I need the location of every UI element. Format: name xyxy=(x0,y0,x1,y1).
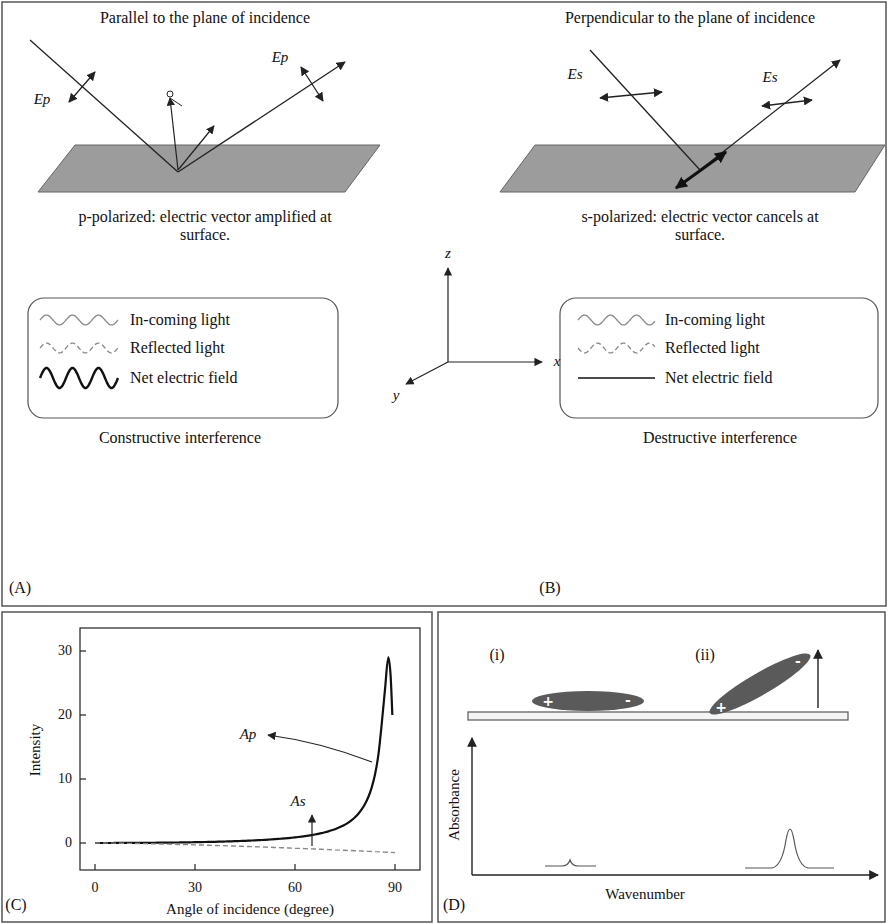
vector-tip xyxy=(167,91,173,97)
tick-label: 10 xyxy=(58,771,72,787)
legend-text: Reflected light xyxy=(665,339,760,357)
axis-absorbance xyxy=(471,738,472,875)
curve-ap xyxy=(95,657,392,843)
spectrum-peak xyxy=(545,860,596,866)
axis-z xyxy=(447,268,448,362)
incident-ray xyxy=(590,50,700,170)
legend-sample xyxy=(578,343,655,353)
molecule-flat xyxy=(532,691,644,711)
tick-label: 60 xyxy=(288,880,302,896)
axis-title: Intensity xyxy=(27,724,44,777)
leader-line xyxy=(268,735,372,762)
legend-text: In-coming light xyxy=(665,311,765,329)
axis-y xyxy=(406,362,448,384)
legend-heading: Constructive interference xyxy=(99,429,261,447)
field-vector xyxy=(676,152,726,188)
panel-letter: (C) xyxy=(5,896,26,914)
generated-curves xyxy=(40,315,655,870)
legend-box xyxy=(28,298,338,418)
tick-label: 90 xyxy=(388,880,402,896)
tick-mark xyxy=(80,650,86,651)
panel-letter: (B) xyxy=(539,579,560,597)
panel-letter: (A) xyxy=(9,579,31,597)
legend-sample xyxy=(40,315,118,325)
field-vector xyxy=(178,126,214,170)
legend-heading: Destructive interference xyxy=(643,429,797,447)
tick-label: 30 xyxy=(188,880,202,896)
legend-text: Net electric field xyxy=(130,369,238,387)
field-label: Ep xyxy=(34,91,51,108)
panel-note: s-polarized: electric vector cancels at … xyxy=(570,208,830,245)
legend-sample xyxy=(40,368,118,388)
curve-label: Ap xyxy=(240,726,257,743)
axis-label: z xyxy=(445,245,451,262)
legend-sample xyxy=(40,343,118,353)
panel-title: Parallel to the plane of incidence xyxy=(100,9,310,27)
axis-label: x xyxy=(554,353,561,370)
axis-label: y xyxy=(393,387,400,404)
axis-title: Absorbance xyxy=(446,769,463,841)
case-label: (ii) xyxy=(695,646,715,664)
panel-frame xyxy=(2,2,886,606)
axis-x xyxy=(448,361,542,362)
curve-label: As xyxy=(291,793,306,810)
legend-text: In-coming light xyxy=(130,311,230,329)
field-vector xyxy=(762,100,812,106)
panel-title: Perpendicular to the plane of incidence xyxy=(565,9,815,27)
panel-frame xyxy=(438,612,885,922)
field-label: Es xyxy=(568,66,583,83)
molecule-tilted xyxy=(704,645,815,722)
charge-sign: - xyxy=(625,692,631,708)
case-label: (i) xyxy=(489,646,504,664)
field-vector xyxy=(170,98,182,106)
plot-frame xyxy=(80,628,420,870)
field-label: Es xyxy=(763,69,778,86)
axis-title: Angle of incidence (degree) xyxy=(166,901,334,918)
incident-ray xyxy=(30,40,178,172)
surface-plane xyxy=(500,145,885,192)
axis-title: Wavenumber xyxy=(605,886,685,903)
dipole-arrow xyxy=(817,650,818,708)
tick-mark xyxy=(80,842,86,843)
tick-label: 0 xyxy=(65,835,72,851)
panel-frame xyxy=(2,612,432,922)
tick-mark xyxy=(394,864,395,870)
curve-as xyxy=(95,843,395,853)
field-label: Ep xyxy=(272,49,289,66)
panel-letter: (D) xyxy=(443,896,465,914)
field-vector xyxy=(600,92,662,98)
legend-text: Net electric field xyxy=(665,369,773,387)
tick-mark xyxy=(94,864,95,870)
leader-line xyxy=(311,815,312,846)
reflected-ray xyxy=(700,60,840,170)
panel-note: p-polarized: electric vector amplified a… xyxy=(75,208,335,245)
tick-label: 20 xyxy=(58,707,72,723)
axis-wavenumber xyxy=(472,874,878,875)
charge-sign: + xyxy=(542,693,554,709)
tick-label: 30 xyxy=(58,643,72,659)
charge-sign: - xyxy=(795,653,801,669)
field-vector xyxy=(170,98,178,170)
legend-box xyxy=(560,298,878,418)
field-vector xyxy=(301,67,323,101)
charge-sign: + xyxy=(715,699,727,715)
reflected-ray xyxy=(178,62,345,172)
tick-mark xyxy=(294,864,295,870)
substrate xyxy=(468,712,848,720)
tick-mark xyxy=(194,864,195,870)
legend-text: Reflected light xyxy=(130,339,225,357)
legend-sample xyxy=(578,377,655,378)
spectrum-peak xyxy=(745,829,834,868)
tick-mark xyxy=(80,714,86,715)
tick-label: 0 xyxy=(92,880,99,896)
legend-sample xyxy=(578,315,655,325)
field-vector xyxy=(69,72,95,102)
tick-mark xyxy=(80,778,86,779)
